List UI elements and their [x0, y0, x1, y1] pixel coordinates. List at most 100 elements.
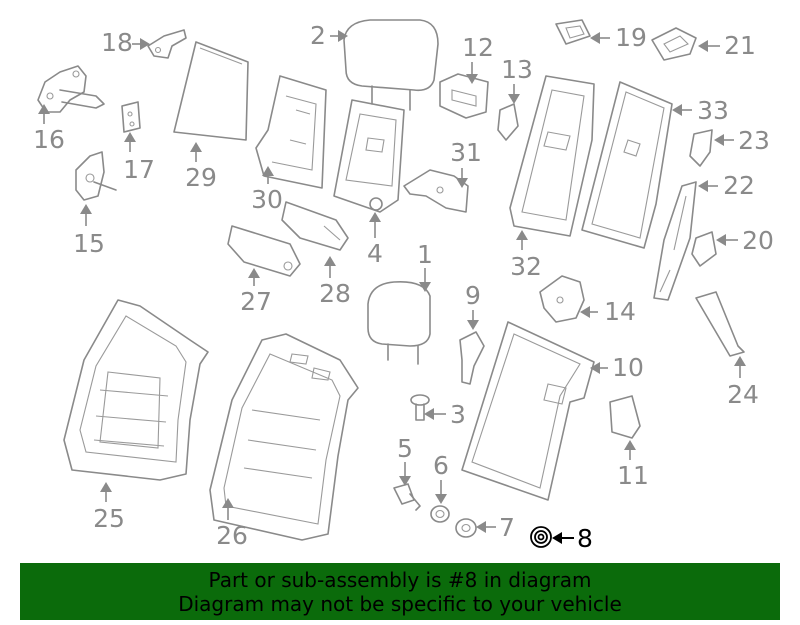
callout-6: 6: [433, 451, 449, 504]
part-9-drawing: [459, 331, 485, 385]
part-22-drawing: [653, 181, 697, 301]
callout-18: 18: [101, 28, 150, 57]
svg-text:21: 21: [724, 31, 756, 60]
callout-8: 8: [552, 524, 593, 553]
svg-text:8: 8: [577, 524, 593, 553]
part-4-drawing: [333, 99, 405, 213]
part-12-drawing: [439, 73, 489, 119]
callout-25: 25: [93, 482, 125, 533]
svg-text:6: 6: [433, 451, 449, 480]
callout-5: 5: [397, 434, 413, 486]
part-1-drawing: [367, 280, 431, 365]
part-13-drawing: [497, 103, 519, 141]
svg-text:10: 10: [612, 353, 644, 382]
callout-33: 33: [672, 96, 729, 125]
callout-4: 4: [367, 212, 383, 268]
callout-10: 10: [590, 353, 644, 382]
part-19-drawing: [555, 19, 591, 45]
parts-diagram: 1 2 3 4 5 6 7 8 9: [33, 19, 774, 553]
part-25-drawing: [63, 299, 209, 481]
svg-text:26: 26: [216, 521, 248, 550]
part-33-drawing: [581, 81, 673, 249]
callout-27: 27: [240, 268, 272, 316]
part-5-drawing: [393, 483, 421, 511]
part-16-drawing: [37, 65, 105, 113]
part-21-drawing: [651, 27, 697, 61]
svg-text:9: 9: [465, 281, 481, 310]
part-8-drawing: [530, 526, 552, 548]
part-17-drawing: [121, 101, 141, 133]
part-6-drawing: [430, 505, 450, 523]
svg-text:14: 14: [604, 297, 636, 326]
part-10-drawing: [461, 321, 595, 501]
info-banner: Part or sub-assembly is #8 in diagram Di…: [20, 563, 780, 620]
callout-29: 29: [185, 142, 217, 192]
svg-text:2: 2: [310, 21, 326, 50]
svg-text:29: 29: [185, 163, 217, 192]
svg-text:5: 5: [397, 434, 413, 463]
svg-text:30: 30: [251, 185, 283, 214]
part-2-drawing: [343, 19, 439, 111]
svg-text:1: 1: [417, 240, 433, 269]
part-32-drawing: [509, 75, 595, 237]
callout-7: 7: [476, 513, 515, 542]
part-7-drawing: [455, 518, 477, 538]
part-14-drawing: [539, 275, 585, 323]
callout-20: 20: [716, 226, 774, 255]
svg-text:23: 23: [738, 126, 770, 155]
svg-text:28: 28: [319, 279, 351, 308]
part-11-drawing: [609, 395, 641, 439]
part-15-drawing: [75, 151, 117, 201]
part-29-drawing: [173, 41, 249, 141]
svg-text:16: 16: [33, 125, 65, 154]
callout-15: 15: [73, 204, 105, 258]
callout-9: 9: [465, 281, 481, 330]
svg-text:18: 18: [101, 28, 133, 57]
callout-28: 28: [319, 256, 351, 308]
svg-text:31: 31: [450, 138, 482, 167]
svg-text:24: 24: [727, 380, 759, 409]
part-3-drawing: [410, 394, 430, 421]
svg-text:3: 3: [450, 400, 466, 429]
svg-text:22: 22: [723, 171, 755, 200]
svg-text:7: 7: [499, 513, 515, 542]
svg-text:4: 4: [367, 239, 383, 268]
svg-text:20: 20: [742, 226, 774, 255]
banner-line-part-number: Part or sub-assembly is #8 in diagram: [208, 568, 592, 592]
part-20-drawing: [691, 231, 717, 267]
callout-16: 16: [33, 104, 65, 154]
callout-12: 12: [462, 33, 494, 84]
callout-24: 24: [727, 356, 759, 409]
callout-19: 19: [590, 23, 647, 52]
callout-32: 32: [510, 230, 542, 281]
part-24-drawing: [695, 291, 745, 357]
part-31-drawing: [403, 169, 469, 213]
callout-22: 22: [698, 171, 755, 200]
svg-text:25: 25: [93, 504, 125, 533]
callout-1: 1: [417, 240, 433, 292]
svg-text:27: 27: [240, 287, 272, 316]
svg-text:15: 15: [73, 229, 105, 258]
part-28-drawing: [281, 201, 349, 251]
svg-text:32: 32: [510, 252, 542, 281]
svg-text:11: 11: [617, 461, 649, 490]
svg-text:13: 13: [501, 55, 533, 84]
callout-23: 23: [714, 126, 770, 155]
callout-30: 30: [251, 166, 283, 214]
part-18-drawing: [147, 29, 187, 59]
callout-31: 31: [450, 138, 482, 188]
svg-text:33: 33: [697, 96, 729, 125]
callout-2: 2: [310, 21, 348, 50]
svg-text:12: 12: [462, 33, 494, 62]
callout-17: 17: [123, 132, 155, 184]
callout-21: 21: [698, 31, 756, 60]
callout-14: 14: [580, 297, 636, 326]
callout-3: 3: [424, 400, 466, 429]
part-27-drawing: [227, 225, 301, 277]
svg-text:17: 17: [123, 155, 155, 184]
part-23-drawing: [689, 129, 713, 167]
banner-line-disclaimer: Diagram may not be specific to your vehi…: [178, 592, 622, 616]
callout-11: 11: [617, 440, 649, 490]
callout-26: 26: [216, 498, 248, 550]
callout-13: 13: [501, 55, 533, 104]
